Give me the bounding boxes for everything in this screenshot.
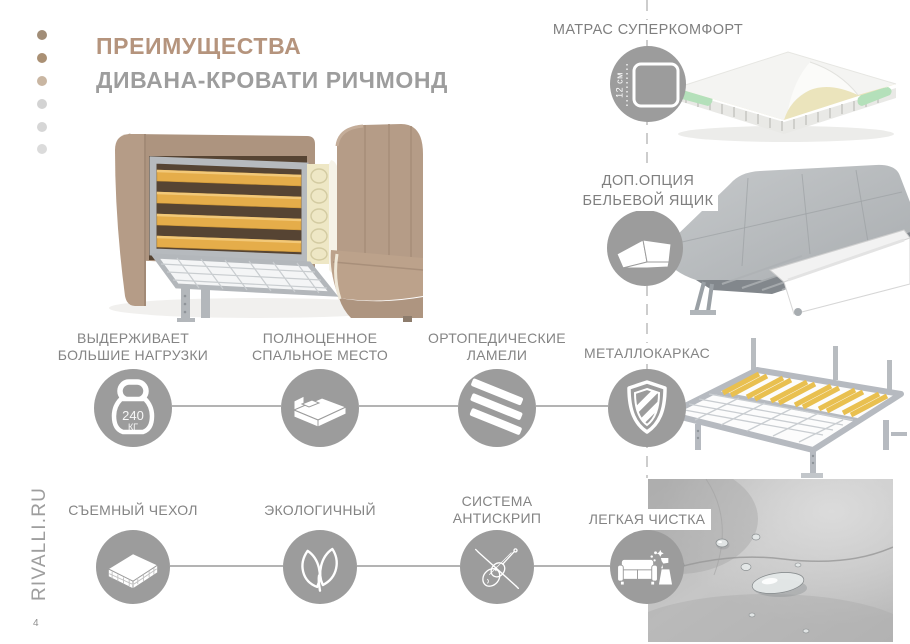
feature-label-loads: ВЫДЕРЖИВАЕТ БОЛЬШИЕ НАГРУЗКИ — [57, 330, 209, 363]
dot — [37, 53, 47, 63]
slats-icon — [458, 369, 536, 447]
metal-frame-photo — [666, 338, 907, 478]
violin-icon — [460, 530, 534, 604]
storage-box-photo — [665, 164, 910, 316]
feature-label-antisqueak: СИСТЕМА АНТИСКРИП — [452, 493, 542, 526]
dot — [37, 76, 47, 86]
feature-label-metal-frame: МЕТАЛЛОКАРКАС — [537, 343, 757, 364]
mattress-height-icon: 12 см — [610, 46, 686, 122]
feature-label-cover: СЪЕМНЫЙ ЧЕХОЛ — [68, 502, 198, 518]
fabric-water-drops-photo — [648, 479, 893, 642]
mattress-height-value: 12 см — [614, 72, 624, 98]
folded-mattress-icon — [607, 210, 683, 286]
page-subtitle: ДИВАНА-КРОВАТИ РИЧМОНД — [96, 67, 449, 93]
bed-icon — [281, 369, 359, 447]
kettlebell-icon: 240 КГ — [94, 369, 172, 447]
dot — [37, 30, 47, 40]
page-title: ПРЕИМУЩЕСТВА — [96, 33, 302, 59]
mattress-photo — [675, 51, 897, 142]
storage-section-label: ДОП.ОПЦИЯ БЕЛЬЕВОЙ ЯЩИК — [508, 171, 788, 211]
connector-line — [357, 565, 460, 567]
feature-label-eco: ЭКОЛОГИЧНЫЙ — [264, 502, 376, 518]
removable-cover-icon — [96, 530, 170, 604]
dot — [37, 144, 47, 154]
sofa-cleaning-icon — [610, 530, 684, 604]
feature-label-slats: ОРТОПЕДИЧЕСКИЕ ЛАМЕЛИ — [428, 330, 566, 363]
mattress-section-label: МАТРАС СУПЕРКОМФОРТ — [508, 20, 788, 40]
load-unit: КГ — [128, 422, 138, 432]
sofa-cutaway-photo — [109, 124, 423, 322]
leaf-icon — [283, 530, 357, 604]
connector-line — [172, 405, 281, 407]
dot — [37, 99, 47, 109]
feature-label-sleeping: ПОЛНОЦЕННОЕ СПАЛЬНОЕ МЕСТО — [251, 330, 389, 363]
connector-line — [536, 405, 608, 407]
dot — [37, 122, 47, 132]
connector-line — [170, 565, 283, 567]
connector-line — [534, 565, 610, 567]
load-value: 240 — [122, 408, 144, 423]
shield-icon — [608, 369, 686, 447]
page-number: 4 — [33, 618, 39, 629]
feature-label-easy-clean: ЛЕГКАЯ ЧИСТКА — [537, 509, 757, 530]
connector-line — [359, 405, 458, 407]
